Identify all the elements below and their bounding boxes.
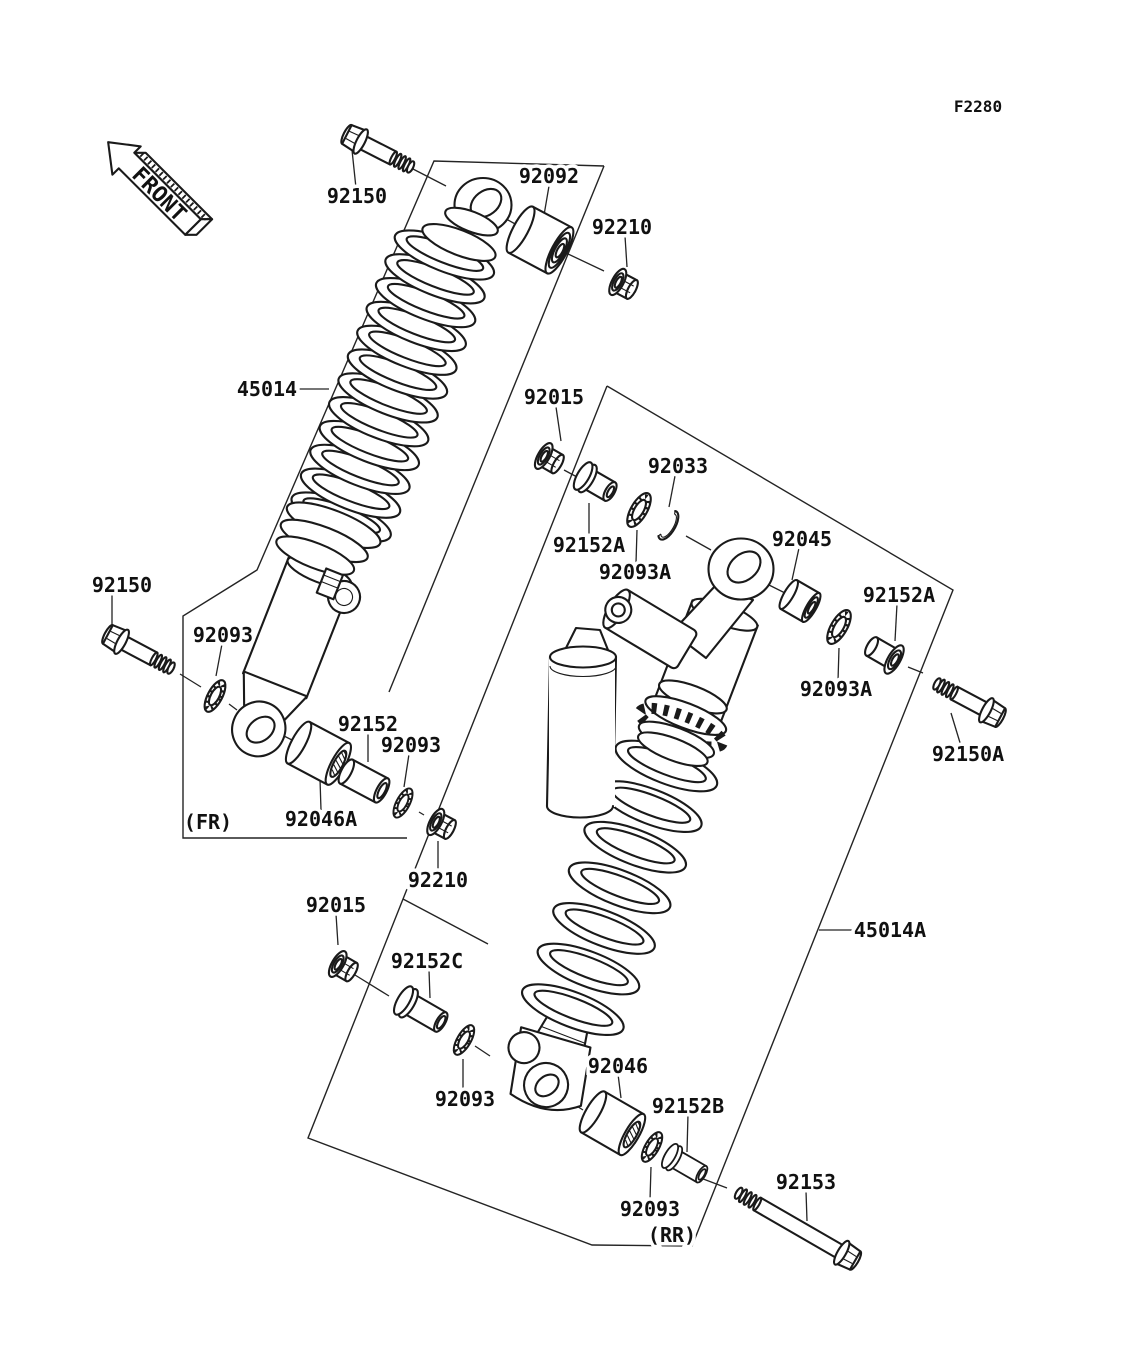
front-shock-spring [290,229,496,543]
front-lower-washer-a [200,677,229,715]
label-rear-lower-washer-a: 92093 [435,1087,495,1111]
label-rear-lower-nut: 92015 [306,893,366,917]
label-rear-upper-collar-a: 92152A [553,533,625,557]
label-front-lower-bearing: 92046A [285,807,357,831]
label-rear-lower-collar-a: 92152C [391,949,463,973]
label-front-lower-washer-b: 92093 [381,733,441,757]
label-rear-upper-collar-b: 92152A [863,583,935,607]
rear-upper-circlip [656,508,684,544]
label-front-upper-bushing: 92092 [519,164,579,188]
rear-lower-bearing [574,1087,651,1160]
front-upper-bushing [500,202,580,278]
rear-shock-upper-mount [602,588,698,670]
label-rear-lower-collar-b: 92152B [652,1094,724,1118]
rear-lower-bolt [728,1179,866,1275]
front-lower-bolt [97,619,181,683]
label-rear-upper-bolt: 92150A [932,742,1004,766]
label-fr-marker: (FR) [184,810,232,834]
label-rear-upper-washer-a: 92093A [599,560,671,584]
rear-upper-bushing [775,576,825,626]
front-direction-marker: FRONT [107,141,214,236]
rear-shock-absorber [507,537,775,1112]
front-lower-collar [334,756,394,806]
label-front-shock: 45014 [237,377,297,401]
rear-lower-collar-b [657,1140,713,1189]
rear-lower-washer-a [450,1022,478,1058]
label-rear-upper-washer-b: 92093A [800,677,872,701]
rear-shock-reservoir [545,626,618,819]
front-upper-bolt [336,119,421,182]
label-rear-upper-bushing: 92045 [772,527,832,551]
rear-upper-washer-a [623,490,656,531]
label-rr-marker: (RR) [648,1223,696,1247]
rear-upper-nut [530,439,570,480]
label-rear-lower-bearing: 92046 [588,1054,648,1078]
label-front-lower-bolt: 92150 [92,573,152,597]
part-labels: F2280 92150 92092 92210 45014 92150 9209… [88,94,1007,1251]
label-front-upper-nut: 92210 [592,215,652,239]
rear-upper-bolt [927,669,1011,733]
label-rear-upper-circlip: 92033 [648,454,708,478]
label-rear-lower-bolt: 92153 [776,1170,836,1194]
label-front-lower-collar: 92152 [338,712,398,736]
rear-lower-collar-a [389,982,454,1040]
label-rear-lower-washer-b: 92093 [620,1197,680,1221]
label-front-lower-washer-a: 92093 [193,623,253,647]
rear-lower-nut [324,947,364,988]
front-lower-washer-b [390,786,417,821]
rear-shock-spring [520,739,719,1037]
rear-upper-washer-b [823,607,856,648]
front-lower-nut [422,805,462,846]
front-upper-nut [604,265,644,306]
rear-upper-collar-b [858,629,909,678]
figure-code: F2280 [954,97,1002,116]
front-shock-absorber [231,176,513,758]
label-rear-upper-nut: 92015 [524,385,584,409]
rear-upper-collar-a [569,458,623,509]
label-front-lower-nut: 92210 [408,868,468,892]
label-front-upper-bolt: 92150 [327,184,387,208]
label-rear-shock: 45014A [854,918,926,942]
